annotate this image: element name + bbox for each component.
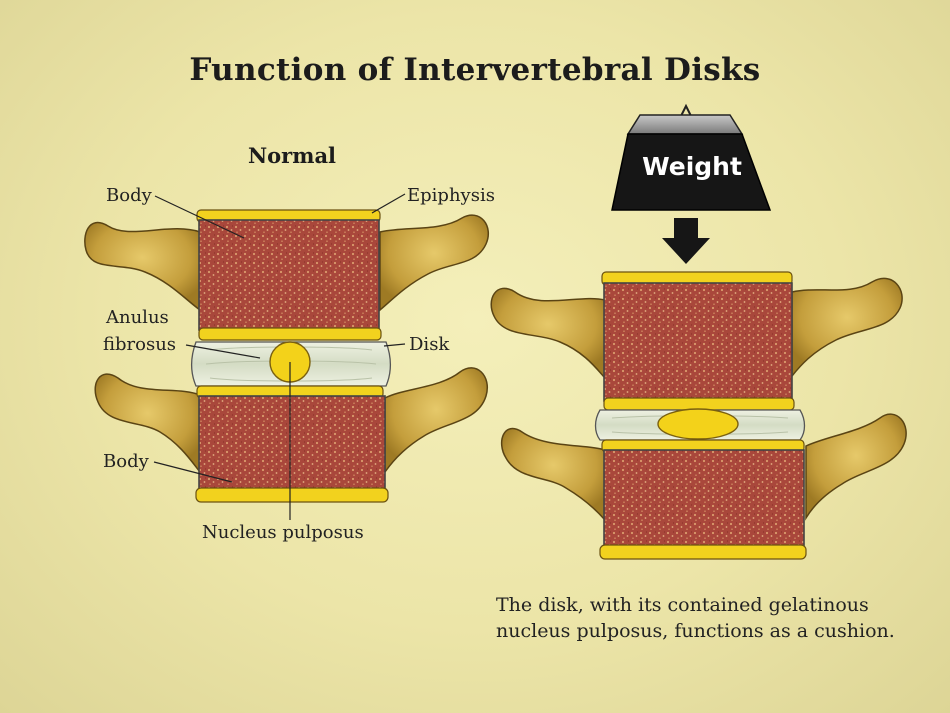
leader-lines (153, 193, 406, 520)
label-anulus-line1: Anulus (106, 307, 169, 328)
right-lower-vertebral-body (603, 449, 805, 549)
right-lower-left-process (501, 428, 606, 522)
label-body-bottom: Body (103, 451, 149, 472)
down-arrow-icon (662, 218, 710, 264)
right-upper-right-process (791, 277, 903, 379)
compressed-nucleus (657, 408, 739, 440)
normal-subtitle: Normal (247, 143, 337, 168)
lower-right-process (384, 367, 489, 475)
label-anulus-line2: fibrosus (103, 334, 177, 355)
weight-handle-icon (679, 103, 693, 119)
lower-vertebral-body (198, 395, 386, 491)
caption: The disk, with its contained gelatinous … (496, 592, 936, 644)
right-lower-endplate-bottom (599, 544, 807, 560)
right-upper-endplate-bottom (603, 397, 795, 411)
upper-left-process (84, 221, 201, 312)
normal-spine (84, 193, 489, 520)
label-body-top: Body (106, 185, 152, 206)
label-nucleus-pulposus: Nucleus pulposus (202, 522, 364, 543)
label-disk: Disk (409, 334, 450, 355)
lower-left-process (94, 373, 201, 475)
page-title: Function of Intervertebral Disks (189, 52, 761, 88)
weight-top-face (626, 114, 744, 135)
lower-endplate-bottom (195, 487, 389, 503)
weight-icon (611, 133, 772, 211)
compressed-spine (490, 103, 907, 560)
upper-right-process (379, 214, 489, 312)
caption-line-2: nucleus pulposus, functions as a cushion… (496, 620, 895, 642)
upper-vertebral-body (198, 219, 380, 331)
weight-label: Weight (642, 152, 742, 181)
right-upper-vertebral-body (603, 282, 793, 402)
right-upper-left-process (490, 287, 606, 380)
caption-line-1: The disk, with its contained gelatinous (496, 594, 869, 616)
upper-endplate-bottom (198, 327, 382, 341)
right-lower-right-process (805, 413, 907, 521)
label-epiphysis: Epiphysis (407, 185, 495, 206)
